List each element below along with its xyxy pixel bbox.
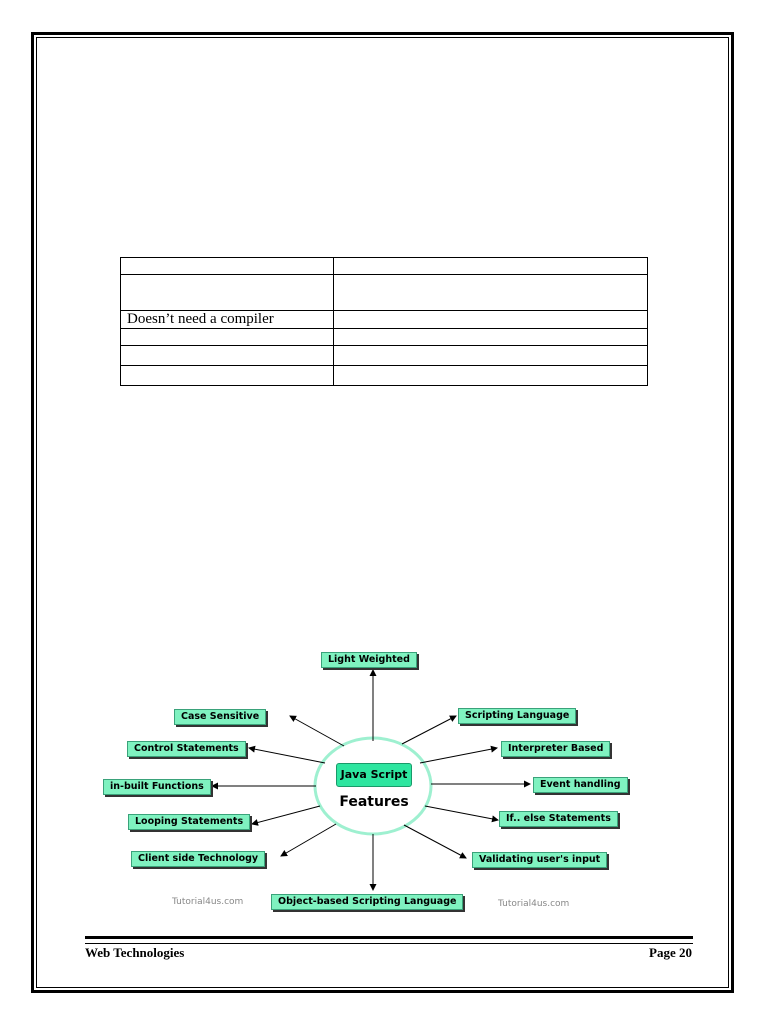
watermark-right: Tutorial4us.com xyxy=(498,899,570,909)
page-border-outer xyxy=(31,32,734,993)
node-inbuilt-functions: in-built Functions xyxy=(103,779,211,795)
arrow-client-side xyxy=(280,823,337,857)
watermark-left: Tutorial4us.com xyxy=(172,897,244,907)
node-case-sensitive: Case Sensitive xyxy=(174,709,267,725)
node-light-weighted: Light Weighted xyxy=(321,652,417,668)
node-if-else-statements: If.. else Statements xyxy=(499,811,618,827)
node-client-side-technology: Client side Technology xyxy=(131,851,266,867)
node-validating-input: Validating user's input xyxy=(472,852,608,868)
table-cell xyxy=(333,365,648,386)
center-javascript-label: Java Script xyxy=(336,763,412,787)
arrow-if-else xyxy=(424,805,499,823)
footer-page-number: Page 20 xyxy=(649,945,692,960)
table-row xyxy=(120,365,648,386)
node-looping-statements: Looping Statements xyxy=(128,814,251,830)
center-features-label: Features xyxy=(339,794,409,810)
footer-course-title: Web Technologies xyxy=(85,945,185,960)
arrow-validating xyxy=(403,824,467,859)
table-row xyxy=(120,345,648,366)
table-row xyxy=(120,257,648,275)
comparison-table: Doesn’t need a compiler xyxy=(120,257,648,386)
arrow-case-sensitive xyxy=(289,715,345,747)
node-event-handling: Event handling xyxy=(533,777,628,793)
arrow-scripting-language xyxy=(401,715,457,745)
table-cell xyxy=(120,274,334,311)
arrow-interpreter-based xyxy=(419,745,498,764)
arrow-looping-statements xyxy=(251,805,321,826)
node-object-based-scripting: Object-based Scripting Language xyxy=(271,894,464,910)
arrow-control-statements xyxy=(248,745,326,764)
node-scripting-language: Scripting Language xyxy=(458,708,577,724)
node-interpreter-based: Interpreter Based xyxy=(501,741,611,757)
page-border-inner xyxy=(36,37,729,988)
node-control-statements: Control Statements xyxy=(127,741,246,757)
footer-rule xyxy=(85,936,693,944)
